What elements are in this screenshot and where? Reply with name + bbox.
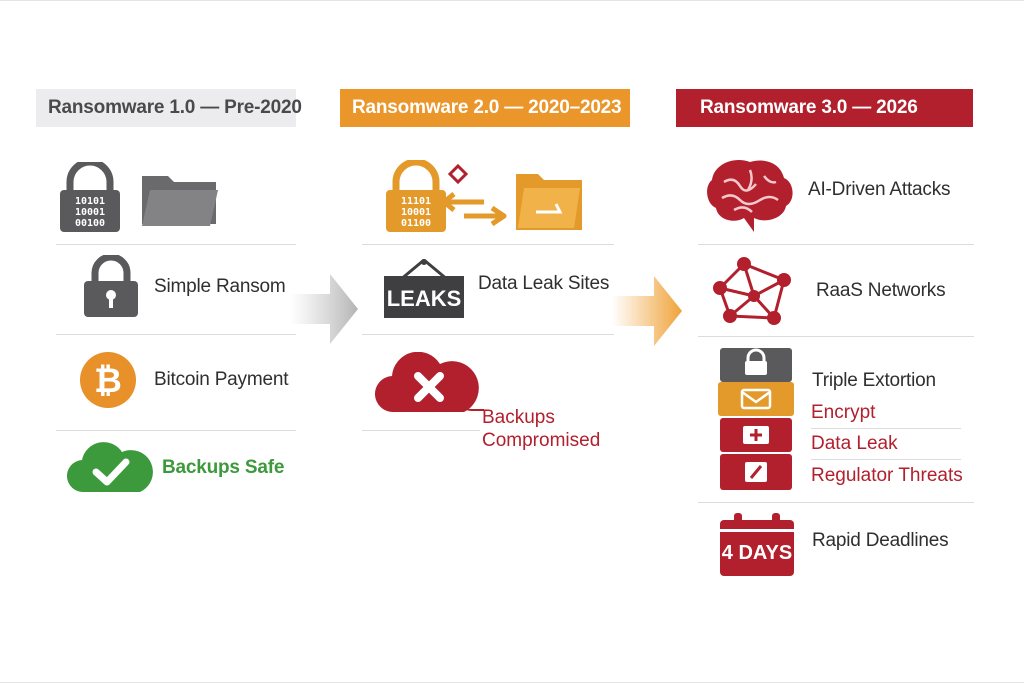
item-label: Bitcoin Payment: [154, 369, 289, 390]
column-ransomware-2: Ransomware 2.0 — 2020–2023 11101 10001 0…: [340, 0, 630, 683]
item-lock-folder: 10101 10001 00100: [56, 162, 220, 234]
column-ransomware-1: Ransomware 1.0 — Pre-2020 10101 10001 00…: [36, 0, 302, 683]
stacked-extortion-icon: [718, 346, 796, 494]
svg-text:00100: 00100: [75, 218, 105, 229]
item-backups-safe: Backups Safe: [56, 442, 284, 494]
item-label: Backups Safe: [162, 457, 285, 478]
compromise-pointer-icon: [458, 396, 486, 414]
label-line: Compromised: [482, 430, 601, 451]
cloud-x-icon: [372, 352, 482, 414]
item-raas-networks: RaaS Networks: [710, 256, 946, 326]
svg-text:01100: 01100: [401, 218, 431, 229]
item-rapid-deadlines: 4 DAYS Rapid Deadlines: [718, 512, 949, 578]
cloud-check-icon: [66, 442, 156, 494]
item-label: RaaS Networks: [816, 280, 946, 301]
compromised-label: Backups Compromised: [482, 406, 600, 452]
item-label: AI-Driven Attacks: [808, 179, 951, 200]
divider: [698, 336, 974, 337]
column-header: Ransomware 3.0 — 2026: [676, 89, 973, 127]
item-ai-driven-attacks: AI-Driven Attacks: [704, 156, 951, 234]
sub-item-regulator-threats: Regulator Threats: [811, 464, 963, 486]
divider: [362, 334, 614, 335]
item-label: Rapid Deadlines: [812, 530, 949, 551]
column-ransomware-3: Ransomware 3.0 — 2026 AI-Driven Attacks: [676, 0, 976, 683]
item-label: Simple Ransom: [154, 276, 286, 297]
calendar-icon: 4 DAYS: [718, 512, 796, 578]
label-line: Backups: [482, 407, 555, 428]
item-lock-exfil: 11101 10001 01100: [360, 160, 584, 236]
transition-arrow-gray: [290, 272, 360, 346]
item-label: Data Leak Sites: [478, 273, 610, 294]
divider: [362, 430, 480, 431]
divider: [56, 430, 296, 431]
svg-text:₿: ₿: [94, 361, 122, 401]
item-triple-extortion: [718, 346, 796, 494]
padlock-icon: [82, 255, 140, 319]
bitcoin-icon: ₿: [78, 350, 138, 410]
brain-icon: [704, 156, 796, 234]
leaks-sign-icon: LEAKS: [382, 258, 466, 320]
svg-text:10001: 10001: [75, 207, 105, 218]
item-simple-ransom: Simple Ransom: [56, 255, 286, 319]
divider: [56, 244, 296, 245]
svg-text:11101: 11101: [401, 196, 431, 207]
extortion-sub-list: Encrypt Data Leak Regulator Threats: [811, 398, 963, 491]
divider: [698, 502, 974, 503]
lock-binary-icon: 10101 10001 00100: [56, 162, 124, 234]
leaks-text: LEAKS: [386, 286, 462, 311]
divider: [362, 244, 614, 245]
column-header: Ransomware 2.0 — 2020–2023: [340, 89, 630, 127]
lock-binary-exfil-icon: 11101 10001 01100: [384, 160, 584, 236]
triple-extortion-label: Triple Extortion: [812, 370, 936, 391]
sub-item-data-leak: Data Leak: [811, 429, 961, 460]
folder-icon: [140, 168, 220, 228]
network-icon: [710, 256, 798, 326]
svg-text:10101: 10101: [75, 196, 105, 207]
sub-item-encrypt: Encrypt: [811, 398, 961, 429]
column-header: Ransomware 1.0 — Pre-2020: [36, 89, 302, 127]
item-bitcoin-payment: ₿ Bitcoin Payment: [56, 350, 288, 410]
divider: [56, 334, 296, 335]
item-backups-compromised: [360, 352, 482, 414]
divider: [698, 244, 974, 245]
calendar-text: 4 DAYS: [721, 542, 793, 564]
transition-arrow-orange: [612, 274, 684, 348]
svg-text:10001: 10001: [401, 207, 431, 218]
item-data-leak-sites: LEAKS Data Leak Sites: [360, 258, 609, 320]
